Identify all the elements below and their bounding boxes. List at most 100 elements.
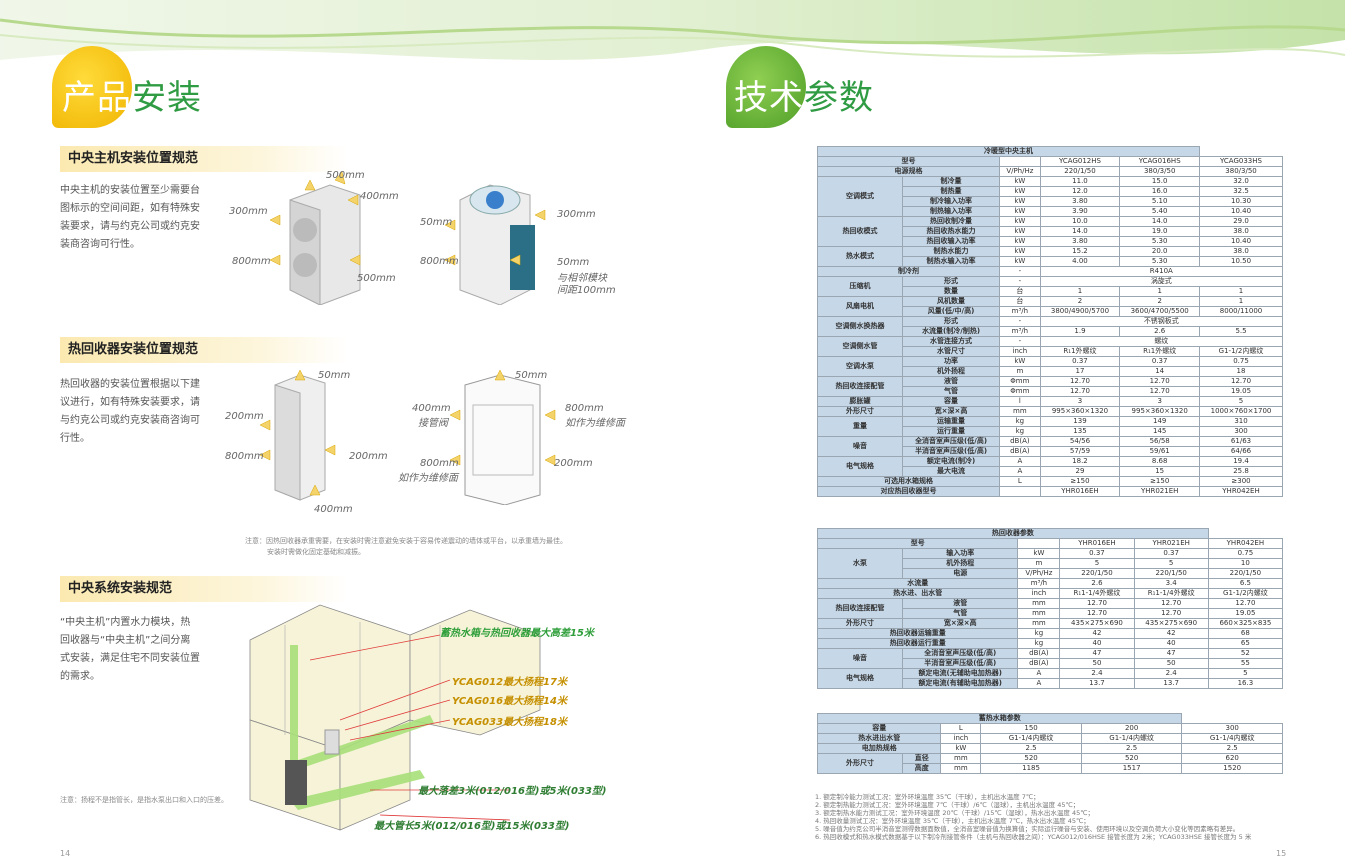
footnote: 6. 热回收模式和热水模式数据基于以下制冷剂接管条件（主机与热回收器之间）：YC… — [815, 833, 1252, 841]
value-cell: 47 — [1133, 648, 1209, 659]
value-cell: 17 — [1039, 366, 1121, 377]
value-cell: YHR042EH — [1199, 486, 1283, 497]
value-cell: 54/56 — [1039, 436, 1121, 447]
value-cell: 38.0 — [1199, 246, 1283, 257]
value-cell: kW — [999, 196, 1041, 207]
value-cell: L — [999, 476, 1041, 487]
value-cell: 1 — [1039, 286, 1121, 297]
value-cell: 最大电流 — [901, 466, 1001, 477]
value-cell: 2.4 — [1059, 668, 1135, 679]
value-cell: 19.4 — [1199, 456, 1283, 467]
dim-label: 800mm — [565, 403, 604, 414]
value-cell: 8000/11000 — [1199, 306, 1283, 317]
yellow-leaf-icon — [52, 46, 132, 128]
dim-label: 与相邻模块 — [557, 273, 607, 284]
value-cell: mm — [1017, 618, 1061, 629]
value-cell: 20.0 — [1119, 246, 1201, 257]
value-cell: 额定电流(无辅助电加热器) — [901, 668, 1019, 679]
value-cell: A — [999, 466, 1041, 477]
value-cell: 3.4 — [1133, 578, 1209, 589]
value-cell: 螺纹 — [1039, 336, 1284, 347]
value-cell: 13.7 — [1133, 678, 1209, 689]
table-title-row: 热回收器参数 — [817, 528, 1283, 539]
value-cell: 额定电流(有辅助电加热器) — [901, 678, 1019, 689]
value-cell: 68 — [1207, 628, 1284, 639]
text-line: 议进行，如有特殊安装要求，请 — [60, 397, 200, 408]
value-cell: 59/61 — [1119, 446, 1201, 457]
value-cell: 520 — [980, 753, 1082, 764]
section-note-recovery: 注意：因热回收器承重需要，在安装时需注意避免安装于容易传递震动的墙体或平台，以承… — [245, 536, 567, 558]
value-cell: 220/1/50 — [1059, 568, 1135, 579]
dim-label: 500mm — [326, 170, 365, 181]
value-cell: 42 — [1133, 628, 1209, 639]
value-cell: 制热水能力 — [901, 246, 1001, 257]
value-cell: 40 — [1133, 638, 1209, 649]
value-cell: 10.50 — [1199, 256, 1283, 267]
value-cell: 0.37 — [1119, 356, 1201, 367]
value-cell: 12.70 — [1059, 608, 1135, 619]
value-cell: 5 — [1059, 558, 1135, 569]
value-cell: kW — [999, 206, 1041, 217]
value-cell: m — [1017, 558, 1061, 569]
value-cell: 机外扬程 — [901, 366, 1001, 377]
value-cell: kW — [999, 256, 1041, 267]
value-cell: 电源 — [901, 568, 1019, 579]
label-cell: 对应热回收器型号 — [816, 486, 1001, 497]
footnote: 1. 额定制冷能力测试工况：室外环境温度 35℃（干球），主机出水温度 7℃； — [815, 793, 1040, 801]
label-cell: 电源规格 — [816, 166, 1001, 177]
value-cell: 12.70 — [1207, 598, 1284, 609]
value-cell: 风量(低/中/高) — [901, 306, 1001, 317]
value-cell: 0.37 — [1133, 548, 1209, 559]
value-cell: 热回收输入功率 — [901, 236, 1001, 247]
table-row: 空调侧水管水管连接方式-螺纹 — [817, 336, 1284, 357]
value-cell: 18 — [1199, 366, 1283, 377]
value-cell: R₁1-1/4外螺纹 — [1059, 588, 1135, 599]
label-cell: 电加热规格 — [816, 743, 942, 754]
text-line: 热回收器的安装位置根据以下建 — [60, 379, 200, 390]
value-cell: 5.10 — [1119, 196, 1201, 207]
value-cell: kg — [1017, 628, 1061, 639]
value-cell: 水管尺寸 — [901, 346, 1001, 357]
value-cell: 半消音室声压级(低/高) — [901, 658, 1019, 669]
value-cell: 12.70 — [1133, 608, 1209, 619]
group-cell: 电气规格 — [817, 456, 903, 477]
group-cell: 空调侧水管 — [817, 336, 903, 357]
value-cell: 运行重量 — [901, 426, 1001, 437]
value-cell: YCAG012HS — [1039, 156, 1121, 167]
value-cell: 1 — [1199, 296, 1283, 307]
value-cell: 6.5 — [1207, 578, 1284, 589]
value-cell: 水管连接方式 — [901, 336, 1001, 347]
value-cell: 16.0 — [1119, 186, 1201, 197]
label-cell: 型号 — [816, 538, 1019, 549]
value-cell: 1185 — [980, 763, 1082, 774]
value-cell: 29 — [1039, 466, 1121, 477]
value-cell: 5.30 — [1119, 236, 1201, 247]
dim-label: 200mm — [349, 451, 388, 462]
value-cell: 47 — [1059, 648, 1135, 659]
value-cell: 高度 — [901, 763, 942, 774]
value-cell: 38.0 — [1199, 226, 1283, 237]
text-line: 与约克公司或约克安装商咨询可 — [60, 415, 200, 426]
value-cell: 56/58 — [1119, 436, 1201, 447]
title-green-part: 安装 — [132, 78, 202, 118]
value-cell: mm — [940, 763, 982, 774]
value-cell: 半消音室声压级(低/高) — [901, 446, 1001, 457]
value-cell: 宽×深×高 — [901, 406, 1001, 417]
value-cell: V/Ph/Hz — [999, 166, 1041, 177]
value-cell: ≥150 — [1119, 476, 1201, 487]
